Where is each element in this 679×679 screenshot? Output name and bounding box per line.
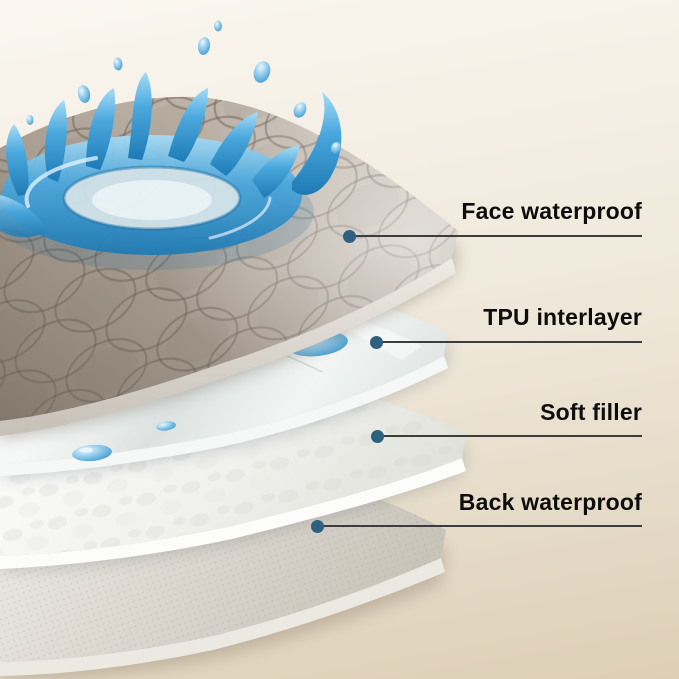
label-tpu-interlayer: TPU interlayer — [483, 304, 642, 330]
leader-line-tpu-interlayer — [377, 341, 642, 343]
marker-dot-tpu-interlayer — [370, 336, 383, 349]
label-soft-filler: Soft filler — [540, 399, 642, 425]
water-droplet-icon — [26, 20, 342, 154]
label-face-waterproof: Face waterproof — [461, 198, 642, 224]
back-layer-edge — [0, 558, 445, 676]
face-edge — [0, 258, 456, 436]
marker-dot-back-waterproof — [311, 520, 324, 533]
leader-line-face-waterproof — [350, 235, 642, 237]
water-droplet-icon — [72, 444, 112, 462]
leader-line-soft-filler — [378, 435, 642, 437]
tpu-edge — [0, 356, 448, 476]
soft-filler-edge — [0, 458, 466, 569]
label-back-waterproof: Back waterproof — [458, 489, 642, 515]
water-droplet-icon — [156, 421, 176, 431]
leader-line-back-waterproof — [318, 525, 642, 527]
marker-dot-face-waterproof — [343, 230, 356, 243]
marker-dot-soft-filler — [371, 430, 384, 443]
water-splash-icon — [0, 20, 342, 270]
